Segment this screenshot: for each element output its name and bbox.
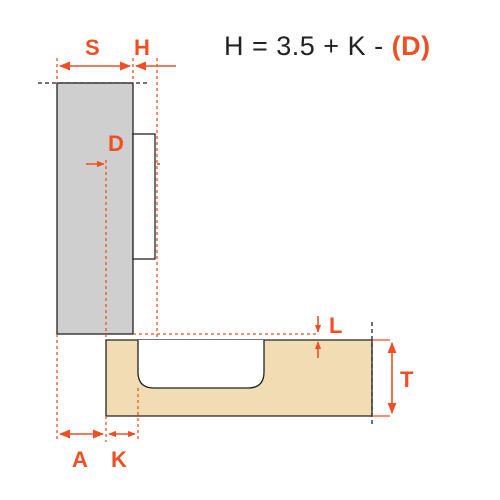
label-d: D xyxy=(108,131,124,156)
label-a: A xyxy=(72,447,88,472)
label-s: S xyxy=(85,35,100,60)
formula-text: H = 3.5 + K - xyxy=(224,31,392,61)
hinge-cup xyxy=(132,133,156,260)
label-h: H xyxy=(134,35,150,60)
label-l: L xyxy=(329,313,342,338)
boring-hole xyxy=(137,340,265,389)
label-t: T xyxy=(400,367,414,392)
formula-highlight: (D) xyxy=(391,31,431,61)
door-panel xyxy=(56,82,134,335)
formula: H = 3.5 + K - (D) xyxy=(224,31,431,62)
guide-lines xyxy=(56,58,390,442)
label-k: K xyxy=(111,447,127,472)
